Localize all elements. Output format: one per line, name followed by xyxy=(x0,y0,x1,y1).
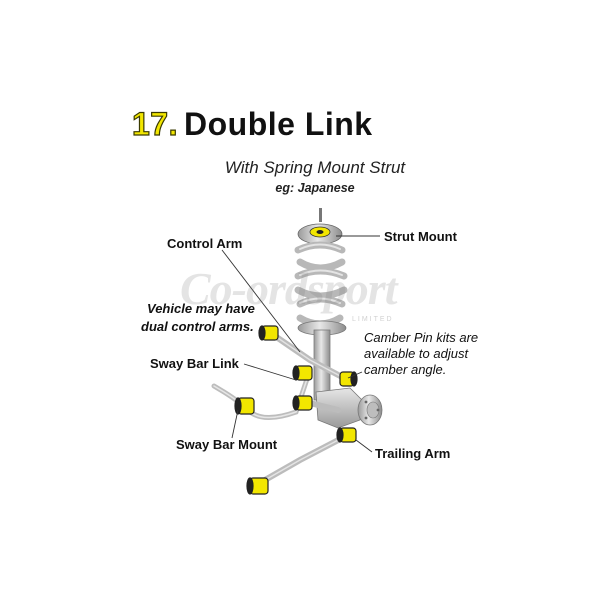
camber-note: Camber Pin kits are available to adjust … xyxy=(364,330,478,378)
label-vehicle-note-2: dual control arms. xyxy=(141,319,254,334)
example-note: eg: Japanese xyxy=(275,181,355,195)
label-vehicle-note-1: Vehicle may have xyxy=(147,301,255,316)
control-arm xyxy=(269,331,347,381)
bushing-control-arm-outer xyxy=(339,371,358,387)
label-sway-bar-mount: Sway Bar Mount xyxy=(176,437,278,452)
watermark-sub: LIMITED xyxy=(352,316,394,323)
label-strut-mount: Strut Mount xyxy=(384,229,457,244)
leader-lines xyxy=(221,235,380,453)
bushing-trailing-front xyxy=(336,427,357,443)
subtitle: With Spring Mount Strut xyxy=(224,158,406,177)
bushing-sway-link-lower xyxy=(292,395,313,411)
bushing-sway-mount xyxy=(234,397,255,415)
camber-note-line-3: camber angle. xyxy=(364,362,447,377)
bushing-sway-link-upper xyxy=(292,365,313,381)
trailing-arm xyxy=(255,433,349,487)
label-trailing-arm: Trailing Arm xyxy=(375,446,451,461)
bushing-trailing-rear xyxy=(246,477,269,495)
camber-note-line-2: available to adjust xyxy=(364,346,469,361)
bushing-control-arm-inner xyxy=(258,325,279,341)
label-control-arm: Control Arm xyxy=(167,236,243,251)
bushings xyxy=(234,325,358,495)
heading-title: Double Link xyxy=(183,106,373,142)
camber-note-line-1: Camber Pin kits are xyxy=(364,330,479,345)
strut-mount xyxy=(297,208,343,245)
label-sway-bar-link: Sway Bar Link xyxy=(150,356,239,371)
diagram-heading: 17.Double Link xyxy=(131,105,373,143)
heading-number: 17. xyxy=(131,105,178,142)
watermark: Co-ordsport xyxy=(180,263,397,314)
